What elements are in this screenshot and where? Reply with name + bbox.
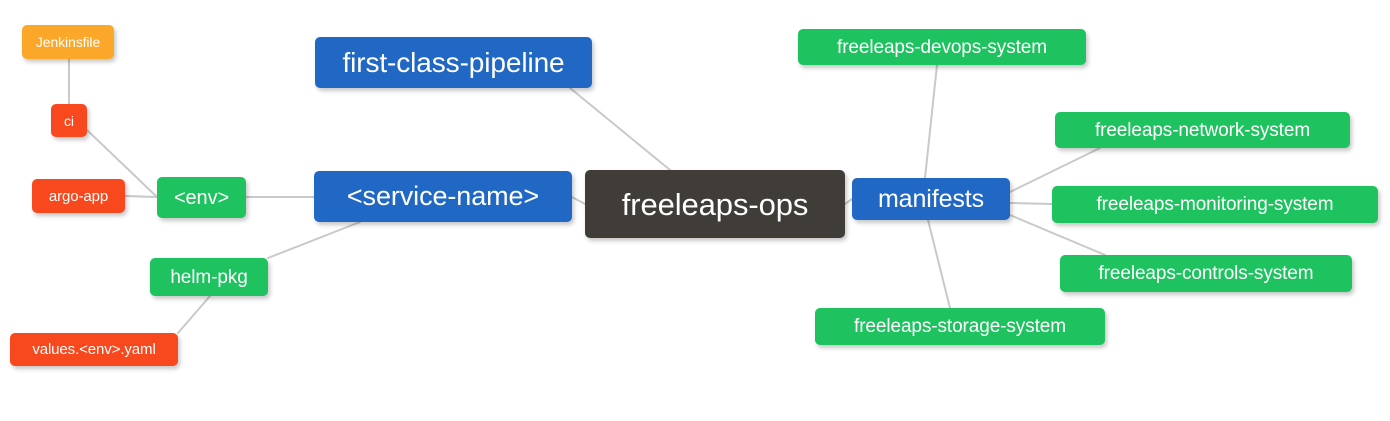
- edge-freeleaps-ops-to-manifests: [844, 198, 853, 205]
- edge-values-yaml-to-helm-pkg: [177, 295, 211, 334]
- edge-argo-app-to-env: [124, 195, 158, 198]
- mindmap-node-jenkinsfile[interactable]: Jenkinsfile: [22, 25, 114, 59]
- mindmap-node-first-class-pipeline[interactable]: first-class-pipeline: [315, 37, 592, 88]
- mindmap-node-argo-app[interactable]: argo-app: [32, 179, 125, 213]
- mindmap-node-ci[interactable]: ci: [51, 104, 87, 137]
- mindmap-node-service-name[interactable]: <service-name>: [314, 171, 572, 222]
- edge-manifests-to-freeleaps-devops-system: [924, 64, 938, 179]
- mindmap-node-freeleaps-devops-system[interactable]: freeleaps-devops-system: [798, 29, 1086, 65]
- edge-first-class-pipeline-to-freeleaps-ops: [569, 87, 671, 171]
- mindmap-node-freeleaps-monitoring-system[interactable]: freeleaps-monitoring-system: [1052, 186, 1378, 223]
- mindmap-node-manifests[interactable]: manifests: [852, 178, 1010, 220]
- edge-manifests-to-freeleaps-monitoring-system: [1009, 202, 1053, 205]
- mindmap-node-freeleaps-network-system[interactable]: freeleaps-network-system: [1055, 112, 1350, 148]
- mindmap-node-values-yaml[interactable]: values.<env>.yaml: [10, 333, 178, 366]
- mindmap-node-freeleaps-controls-system[interactable]: freeleaps-controls-system: [1060, 255, 1352, 292]
- edge-helm-pkg-to-service-name: [267, 221, 361, 259]
- edge-service-name-to-freeleaps-ops: [571, 196, 586, 205]
- edge-manifests-to-freeleaps-storage-system: [927, 219, 951, 309]
- mindmap-node-env[interactable]: <env>: [157, 177, 246, 218]
- mindmap-node-helm-pkg[interactable]: helm-pkg: [150, 258, 268, 296]
- mindmap-node-freeleaps-storage-system[interactable]: freeleaps-storage-system: [815, 308, 1105, 345]
- mindmap-node-freeleaps-ops[interactable]: freeleaps-ops: [585, 170, 845, 238]
